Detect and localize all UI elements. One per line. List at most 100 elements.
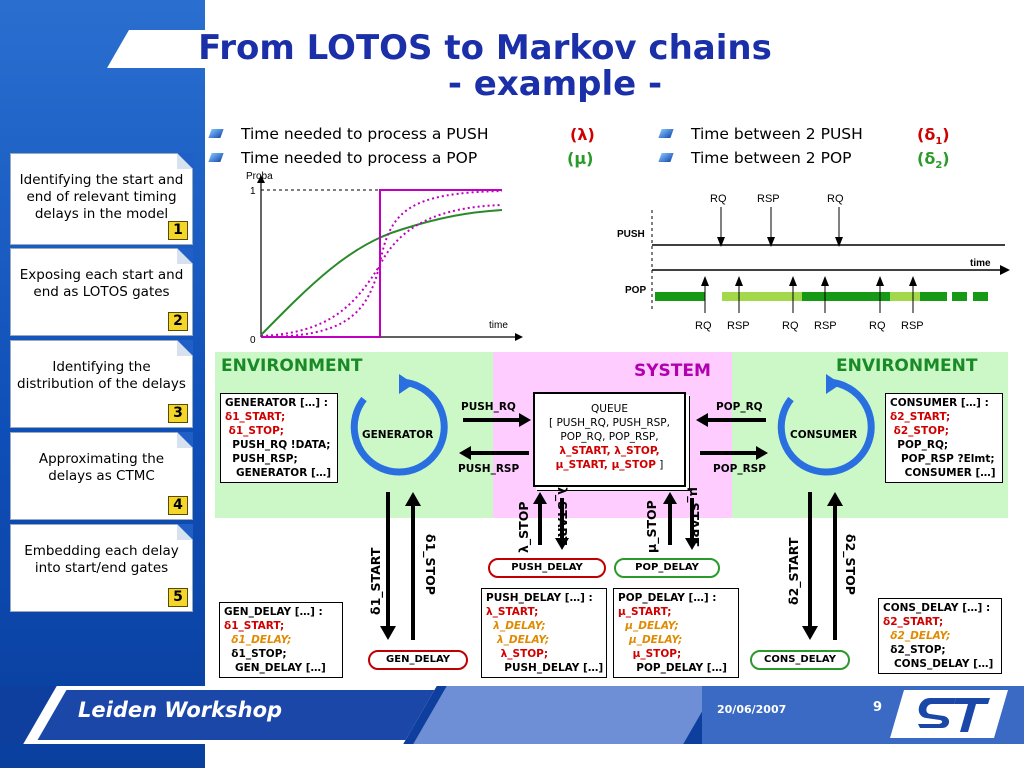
pop-wait-bar [722,292,802,301]
pop-rq-label: RQ [782,320,799,332]
generator-process-box: GENERATOR […] :δ1_START; δ1_STOP; PUSH_R… [220,393,338,483]
queue-process-box: QUEUE [ PUSH_RQ, PUSH_RSP, POP_RQ, POP_R… [533,392,686,487]
system-label: SYSTEM [634,361,711,381]
arrow-up-icon [827,492,843,506]
page-number: 9 [873,700,883,715]
pop-busy-bar [973,292,988,301]
exponential-curve [260,209,503,336]
arrow-down-icon [685,538,699,550]
gate-mu-start: μ_START [687,487,702,547]
pop-delay-pill: POP_DELAY [614,558,720,578]
pop-gate-arrows [696,413,768,460]
arrow-up-icon [405,492,421,506]
arrow-left-icon [696,413,708,427]
bullet-icon [660,129,673,139]
consumer-cycle [777,374,875,476]
gate-lambda-stop: λ_STOP [516,501,531,553]
step-number-badge: 5 [168,588,188,607]
gate-push-rq: PUSH_RQ [461,401,516,413]
page-fold-icon [177,248,193,264]
gate-delta2-start: δ2_START [786,537,801,605]
pop-label: POP [625,285,646,296]
footer-title: Leiden Workshop [78,698,283,722]
push-rsp-label: RSP [757,193,780,205]
generator-cycle [350,374,448,476]
gate-delta2-stop: δ2_STOP [843,534,858,595]
distribution-graph: Proba 1 0 time [246,171,523,346]
cons-delay-pill: CONS_DELAY [750,650,850,670]
gen-delay-process-box: GEN_DELAY […] :δ1_START; δ1_DELAY; δ1_ST… [219,602,343,678]
page-fold-icon [177,432,193,448]
push-rq-label: RQ [827,193,844,205]
gate-pop-rsp: POP_RSP [713,463,766,475]
arrow-down-icon [767,237,775,247]
generator-label: GENERATOR [362,429,434,441]
st-logo-icon [890,690,1008,738]
timeline-diagram: PUSH time POP RQ RSP RQ RQ RSP RQ RSP RQ… [617,193,1010,332]
bullet-pop-between: Time between 2 POP [660,149,852,167]
content-background [205,0,1024,150]
footer-mid-band [413,686,717,744]
footer-date: 20/06/2007 [717,703,787,716]
graph-y0: 0 [250,335,256,346]
pop-busy-bar [920,292,947,301]
bullet-icon [210,153,223,163]
environment-left-label: ENVIRONMENT [221,356,363,376]
step-3: Identifying the distribution of the dela… [10,340,193,428]
step-5: Embedding each delay into start/end gate… [10,524,193,612]
gate-delta1-start: δ1_START [368,547,383,615]
arrow-up-icon [821,276,829,286]
time-label: time [970,258,991,269]
arrow-down-icon [555,538,569,550]
pop-delay-process-box: POP_DELAY […] :μ_START; μ_DELAY; μ_DELAY… [613,588,739,678]
consumer-process-box: CONSUMER […] :δ2_START; δ2_STOP; POP_RQ;… [885,393,1003,483]
push-gate-arrows [459,413,531,460]
push-delay-pill: PUSH_DELAY [488,558,606,578]
step-1: Identifying the start and end of relevan… [10,153,193,245]
lambda-symbol: (λ) [570,125,595,144]
step-curve [261,189,502,338]
erlang-curve-2 [260,190,503,338]
cycle-arrow-icon [399,374,414,394]
arrow-down-icon [835,237,843,247]
step-2: Exposing each start and end as LOTOS gat… [10,248,193,336]
bullet-pop-time: Time needed to process a POP [210,149,477,167]
step-4: Approximating the delays as CTMC 4 [10,432,193,520]
gate-delta1-stop: δ1_STOP [423,534,438,595]
gate-pop-rq: POP_RQ [716,401,763,413]
arrow-up-icon [701,276,709,286]
push-delay-process-box: PUSH_DELAY […] :λ_START; λ_DELAY; λ_DELA… [481,588,607,678]
arrow-up-icon [909,276,917,286]
arrow-down-icon [380,626,396,640]
pop-rsp-label: RSP [727,320,750,332]
mu-symbol: (μ) [567,149,594,168]
gate-lambda-start: λ_START [555,487,570,545]
gen-delay-pill: GEN_DELAY [368,650,468,670]
pop-busy-bar [655,292,705,301]
arrow-up-icon [789,276,797,286]
gen-delay-arrows [380,492,421,640]
arrow-up-icon [876,276,884,286]
pop-rq-label: RQ [695,320,712,332]
delta1-symbol: (δ1) [917,125,950,148]
delay-gate-arrows [533,492,699,550]
page-fold-icon [177,153,193,169]
delta2-symbol: (δ2) [917,149,950,172]
slide-title: From LOTOS to Markov chains - example - [198,28,772,104]
bullet-icon [210,129,223,139]
push-rq-label: RQ [710,193,727,205]
arrow-right-icon [519,413,531,427]
arrow-up-icon [533,492,547,504]
pop-rsp-label: RSP [901,320,924,332]
arrow-up-icon [735,276,743,286]
graph-xlabel: time [489,320,508,331]
x-axis-arrow-icon [515,333,523,341]
environment-right-label: ENVIRONMENT [836,356,978,376]
cons-delay-process-box: CONS_DELAY […] :δ2_START; δ2_DELAY; δ2_S… [878,598,1002,674]
cycle-arrow-icon [826,374,841,394]
gate-push-rsp: PUSH_RSP [458,463,520,475]
y-axis-arrow-icon [257,175,265,183]
pop-wait-bar [890,292,920,301]
graph-ylabel: Proba [246,171,273,182]
bullet-push-between: Time between 2 PUSH [660,125,863,143]
